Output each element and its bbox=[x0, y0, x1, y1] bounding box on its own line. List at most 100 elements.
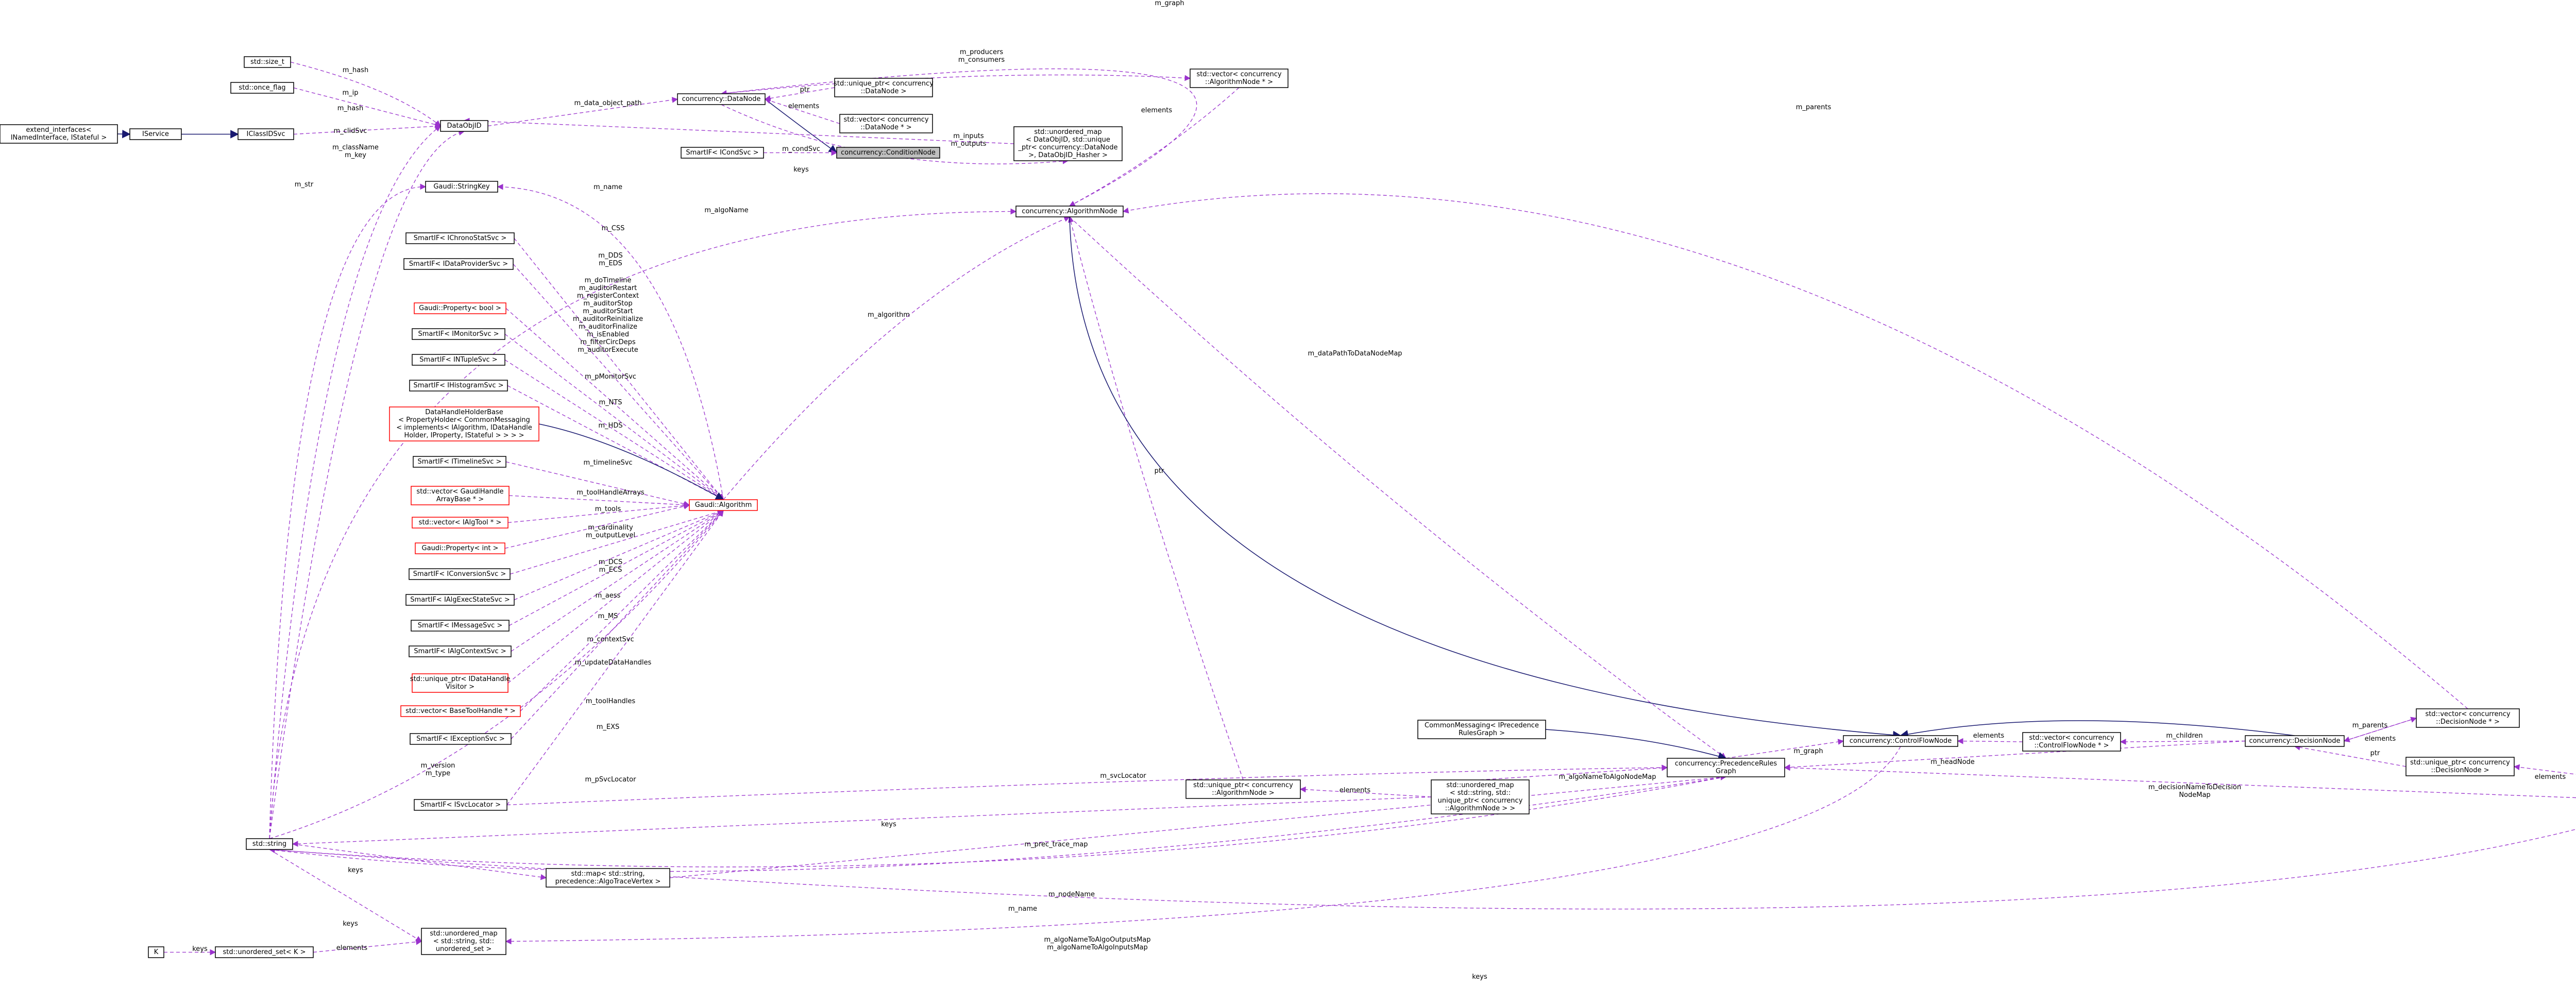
node-box bbox=[414, 302, 506, 314]
edge-label-keys-mid: keys bbox=[793, 166, 809, 174]
node-gaudi-algorithm[interactable]: Gaudi::Algorithm bbox=[689, 499, 758, 511]
node-label: std::size_t bbox=[250, 58, 284, 66]
node-std-size-t[interactable]: std::size_t bbox=[244, 56, 291, 68]
node-vector-controlflownode[interactable]: std::vector< concurrency::ControlFlowNod… bbox=[2022, 732, 2121, 752]
node-smartif-ichronostatsvc[interactable]: SmartIF< IChronoStatSvc > bbox=[405, 232, 515, 244]
node-smartif-intuplesvc[interactable]: SmartIF< INTupleSvc > bbox=[412, 354, 505, 366]
node-vector-data-node-ptr[interactable]: std::vector< concurrency::DataNode * > bbox=[839, 114, 933, 133]
composition-edge-9 bbox=[290, 61, 441, 127]
node-box bbox=[148, 946, 164, 958]
edge-label-m-CSS: m_CSS bbox=[602, 225, 625, 232]
node-label: SmartIF< IExceptionSvc > bbox=[416, 735, 505, 743]
node-smartif-iconversionsvc[interactable]: SmartIF< IConversionSvc > bbox=[409, 568, 511, 580]
node-unique-ptr-data-node[interactable]: std::unique_ptr< concurrency::DataNode > bbox=[834, 78, 934, 97]
node-box bbox=[414, 799, 507, 811]
node-dataobjid[interactable]: DataObjID bbox=[440, 120, 488, 132]
composition-edge-27 bbox=[1069, 216, 1726, 759]
node-vector-ialgtool[interactable]: std::vector< IAlgTool * > bbox=[412, 517, 509, 529]
edge-label-ptr-dec: ptr bbox=[2370, 750, 2380, 757]
composition-edge-11 bbox=[269, 125, 441, 839]
composition-edge-22 bbox=[504, 333, 724, 500]
node-label: concurrency::DataNode bbox=[682, 95, 761, 103]
edge-label-m-bools: m_auditorStop bbox=[583, 300, 632, 308]
node-box bbox=[409, 380, 508, 392]
edge-label-m-graph-cfn: m_graph bbox=[1793, 747, 1823, 755]
node-vector-decisionnode[interactable]: std::vector< concurrency::DecisionNode *… bbox=[2416, 708, 2520, 728]
node-smartif-ihistogramsvc[interactable]: SmartIF< IHistogramSvc > bbox=[409, 380, 508, 392]
edge-label-m-pSvcLocator: m_pSvcLocator bbox=[585, 776, 637, 784]
edge-label-m-version: m_version bbox=[421, 762, 455, 770]
edge-label-keys-k: keys bbox=[192, 945, 208, 953]
node-label: std::vector< GaudiHandle bbox=[416, 488, 503, 496]
node-map-algotracevertex[interactable]: std::map< std::string, precedence::AlgoT… bbox=[546, 868, 670, 888]
node-unordered-map-algorithmnode[interactable]: std::unordered_map< std::string, std::un… bbox=[1431, 779, 1530, 814]
node-smartif-itimelinesvc[interactable]: SmartIF< ITimelineSvc > bbox=[413, 456, 506, 468]
node-std-string[interactable]: std::string bbox=[246, 838, 293, 850]
node-smartif-idataprovidersvc[interactable]: SmartIF< IDataProviderSvc > bbox=[403, 258, 514, 270]
node-unordered-map-dataobjid[interactable]: std::unordered_map< DataObjID, std::uniq… bbox=[1013, 126, 1123, 161]
node-datahandleholderbase[interactable]: DataHandleHolderBase< PropertyHolder< Co… bbox=[389, 406, 539, 441]
node-label: std::unordered_set< K > bbox=[223, 948, 306, 956]
node-box bbox=[412, 328, 505, 340]
node-vector-algorithm-node-ptr[interactable]: std::vector< concurrency::AlgorithmNode … bbox=[1190, 69, 1289, 88]
node-iservice[interactable]: IService bbox=[129, 128, 182, 140]
node-unordered-map-string-set[interactable]: std::unordered_map< std::string, std::un… bbox=[421, 928, 506, 955]
node-label: std::unique_ptr< concurrency bbox=[2410, 759, 2510, 767]
composition-edge-35 bbox=[511, 510, 724, 652]
edge-label-m-producers: m_consumers bbox=[958, 56, 1005, 64]
node-smartif-ialgcontextsvc[interactable]: SmartIF< IAlgContextSvc > bbox=[409, 645, 512, 657]
composition-edge-29 bbox=[509, 495, 690, 508]
edge-label-m-timelineSvc: m_timelineSvc bbox=[583, 459, 632, 467]
node-unique-ptr-decisionnode[interactable]: std::unique_ptr< concurrency::DecisionNo… bbox=[2405, 757, 2515, 776]
node-gaudi-stringkey[interactable]: Gaudi::StringKey bbox=[425, 181, 498, 193]
composition-edge-59 bbox=[669, 774, 1727, 878]
node-vector-basetoolhandle[interactable]: std::vector< BaseToolHandle * > bbox=[400, 705, 521, 717]
node-label: Gaudi::Property< int > bbox=[422, 544, 499, 552]
node-algorithm-node[interactable]: concurrency::AlgorithmNode bbox=[1015, 206, 1124, 217]
node-smartif-iexceptionsvc[interactable]: SmartIF< IExceptionSvc > bbox=[410, 733, 512, 745]
node-k[interactable]: K bbox=[148, 946, 164, 958]
composition-edge-10 bbox=[293, 87, 442, 128]
composition-edge-18 bbox=[269, 208, 1017, 839]
node-label: std::map< std::string, bbox=[571, 870, 645, 878]
node-label: < PropertyHolder< CommonMessaging bbox=[398, 416, 530, 424]
node-smartif-isvclocator[interactable]: SmartIF< ISvcLocator > bbox=[414, 799, 507, 811]
node-label: std::vector< concurrency bbox=[2425, 710, 2510, 718]
node-smartif-imessagesvc[interactable]: SmartIF< IMessageSvc > bbox=[411, 620, 510, 632]
node-control-flow-node[interactable]: concurrency::ControlFlowNode bbox=[1843, 735, 1958, 747]
composition-edge-16 bbox=[269, 183, 427, 839]
node-gaudi-property-int[interactable]: Gaudi::Property< int > bbox=[415, 542, 505, 554]
edge-label-m-EXS: m_EXS bbox=[597, 723, 620, 731]
node-unique-ptr-algorithmnode[interactable]: std::unique_ptr< concurrency::AlgorithmN… bbox=[1185, 779, 1301, 799]
composition-edge-2 bbox=[764, 98, 840, 124]
edge-label-m-className: m_className bbox=[332, 144, 379, 151]
node-decision-node[interactable]: concurrency::DecisionNode bbox=[2245, 735, 2345, 747]
node-std-once-flag[interactable]: std::once_flag bbox=[230, 82, 294, 94]
node-box bbox=[1431, 779, 1530, 814]
edge-label-m-toolHandles: m_toolHandles bbox=[586, 697, 636, 705]
composition-edge-30 bbox=[507, 502, 690, 523]
node-smartif-icondsvc[interactable]: SmartIF< ICondSvc > bbox=[681, 147, 764, 159]
node-box bbox=[836, 147, 940, 159]
node-unordered-set-k[interactable]: std::unordered_set< K > bbox=[215, 946, 314, 958]
node-box bbox=[409, 568, 511, 580]
edge-label-m-nodeName: m_nodeName bbox=[1048, 891, 1095, 898]
node-label: INamedInterface, IStateful > bbox=[11, 134, 107, 142]
node-label: std::vector< concurrency bbox=[2029, 734, 2114, 742]
node-iclassidsvc[interactable]: IClassIDSvc bbox=[238, 128, 294, 140]
node-box bbox=[2245, 735, 2345, 747]
node-smartif-ialgexecstatesvc[interactable]: SmartIF< IAlgExecStateSvc > bbox=[405, 594, 515, 606]
composition-edge-43 bbox=[1480, 764, 1668, 780]
node-smartif-imonitorsvc[interactable]: SmartIF< IMonitorSvc > bbox=[412, 328, 505, 340]
node-gaudi-property-bool[interactable]: Gaudi::Property< bool > bbox=[414, 302, 506, 314]
node-label: unique_ptr< concurrency bbox=[1438, 797, 1523, 805]
edge-label-elements-dec: elements bbox=[2365, 735, 2396, 743]
node-label: _ptr< concurrency::DataNode bbox=[1018, 144, 1118, 151]
node-extend-interfaces[interactable]: extend_interfaces< INamedInterface, ISta… bbox=[0, 124, 118, 144]
node-data-node[interactable]: concurrency::DataNode bbox=[677, 93, 766, 105]
node-condition-node[interactable]: concurrency::ConditionNode bbox=[836, 147, 940, 159]
